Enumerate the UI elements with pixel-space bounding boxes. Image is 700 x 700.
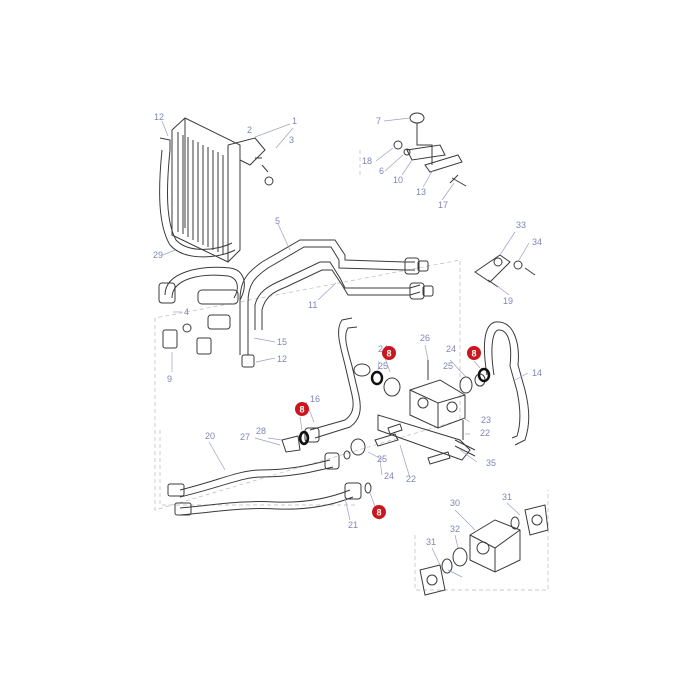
svg-text:8: 8 <box>299 405 304 415</box>
callout-35: 35 <box>486 458 496 468</box>
callout-30: 30 <box>450 498 460 508</box>
callout-24-right: 24 <box>446 344 456 354</box>
svg-text:8: 8 <box>376 508 381 518</box>
callout-34: 34 <box>532 237 542 247</box>
callout-17: 17 <box>438 200 448 210</box>
hoses-20-21 <box>167 452 372 516</box>
fitting-27 <box>281 432 308 453</box>
callout-15: 15 <box>277 337 287 347</box>
callout-29: 29 <box>153 250 163 260</box>
highlight-callouts: 8 8 8 8 <box>295 346 481 519</box>
highlight-callout-8-a: 8 <box>382 346 396 360</box>
callout-7: 7 <box>376 116 381 126</box>
callout-11: 11 <box>308 300 317 310</box>
callout-12-top: 12 <box>154 112 164 122</box>
callout-5: 5 <box>275 216 280 226</box>
oil-cooler <box>159 117 274 263</box>
callout-2: 2 <box>247 125 252 135</box>
callout-1: 1 <box>292 116 297 126</box>
callout-labels: 1 2 3 4 5 6 7 9 10 11 12 12 13 14 15 16 … <box>153 112 542 547</box>
callout-33: 33 <box>516 220 526 230</box>
callout-28: 28 <box>256 426 266 436</box>
hose-29 <box>159 149 236 258</box>
callout-13: 13 <box>416 187 426 197</box>
callout-27: 27 <box>240 432 250 442</box>
callout-18: 18 <box>362 156 372 166</box>
callout-31-right: 31 <box>502 492 512 502</box>
bracket-19 <box>474 254 536 288</box>
callout-4: 4 <box>184 307 189 317</box>
leader-lines <box>161 117 530 578</box>
callout-19: 19 <box>503 296 513 306</box>
callout-20: 20 <box>205 431 215 441</box>
callout-12-bottom: 12 <box>277 354 287 364</box>
callout-21: 21 <box>348 520 358 530</box>
o-rings-highlighted <box>298 367 491 446</box>
callout-22-lower: 22 <box>406 474 416 484</box>
callout-31-left: 31 <box>426 537 436 547</box>
highlight-callout-8-d: 8 <box>372 505 386 519</box>
callout-23: 23 <box>481 415 491 425</box>
callout-32: 32 <box>450 524 460 534</box>
callout-3: 3 <box>289 135 294 145</box>
pump-30 <box>419 504 549 596</box>
callout-9: 9 <box>167 374 172 384</box>
pipe-5-11 <box>239 239 434 355</box>
callout-24-lower: 24 <box>384 471 394 481</box>
pipe-16 <box>304 317 361 443</box>
callout-14: 14 <box>532 368 542 378</box>
assembly-frames <box>154 150 549 591</box>
callout-25-right: 25 <box>443 361 453 371</box>
highlight-callout-8-c: 8 <box>295 402 309 416</box>
callout-10: 10 <box>393 175 403 185</box>
hose-4 <box>158 266 255 368</box>
callout-26: 26 <box>420 333 430 343</box>
callout-6: 6 <box>379 166 384 176</box>
callout-16: 16 <box>310 394 320 404</box>
callout-24-left: 24 <box>378 344 388 354</box>
connectors-22-25 <box>343 423 451 465</box>
svg-text:8: 8 <box>471 349 476 359</box>
highlight-callout-8-b: 8 <box>467 346 481 360</box>
callout-22-upper: 22 <box>480 428 490 438</box>
callout-25-left: 25 <box>378 361 388 371</box>
pipe-14 <box>483 321 530 446</box>
callout-25-lower: 25 <box>377 454 387 464</box>
svg-text:8: 8 <box>386 349 391 359</box>
